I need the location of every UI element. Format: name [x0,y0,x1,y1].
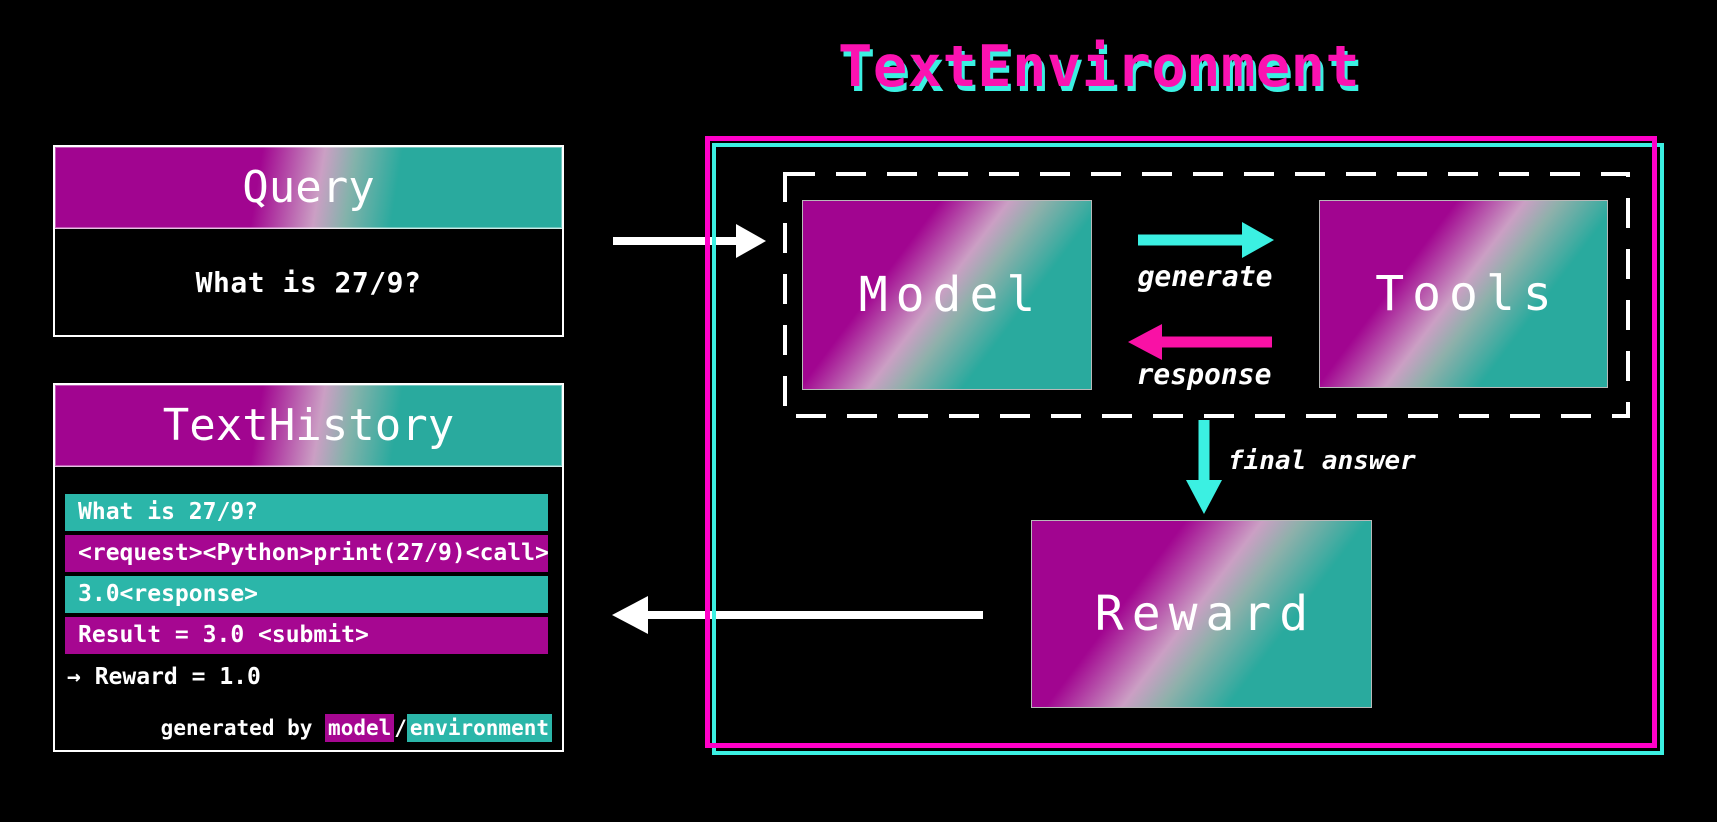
query-content: What is 27/9? [195,266,422,299]
legend-separator: / [394,716,407,740]
reward-label: Reward [1094,586,1317,642]
text-history-header: TextHistory [55,385,562,467]
agent-loop-dashed-border [783,172,1630,418]
reward-box: Reward [1031,520,1372,708]
tools-box: Tools [1319,200,1608,388]
history-row-response: 3.0<response> [65,576,548,613]
final-answer-label: final answer [1228,446,1416,476]
environment-border [705,136,1657,748]
arrow-generate [1138,222,1274,258]
query-header: Query [55,147,562,229]
legend: generated by model/environment [161,714,552,742]
arrow-final-answer [1186,420,1222,514]
legend-chip-environment: environment [406,714,552,742]
generate-label: generate [1137,260,1273,293]
arrow-query-to-environment [613,224,766,258]
history-row-request: <request><Python>print(27/9)<call> [65,535,548,572]
model-box: Model [802,200,1092,390]
legend-prefix: generated by [160,716,326,740]
history-row-result: Result = 3.0 <submit> [65,617,548,654]
history-rows: What is 27/9? <request><Python>print(27/… [65,494,548,654]
text-history-box: TextHistory What is 27/9? <request><Pyth… [53,383,564,752]
page-title: TextEnvironment [838,34,1361,100]
reward-note: → Reward = 1.0 [67,664,261,690]
arrow-reward-to-history [612,596,983,634]
environment-border-cyan-offset [712,143,1664,755]
tools-label: Tools [1375,266,1560,322]
response-label: response [1136,358,1272,391]
arrow-response [1128,324,1272,360]
history-row-query: What is 27/9? [65,494,548,531]
query-box: Query What is 27/9? [53,145,564,337]
model-label: Model [858,267,1044,323]
legend-chip-model: model [325,714,395,742]
